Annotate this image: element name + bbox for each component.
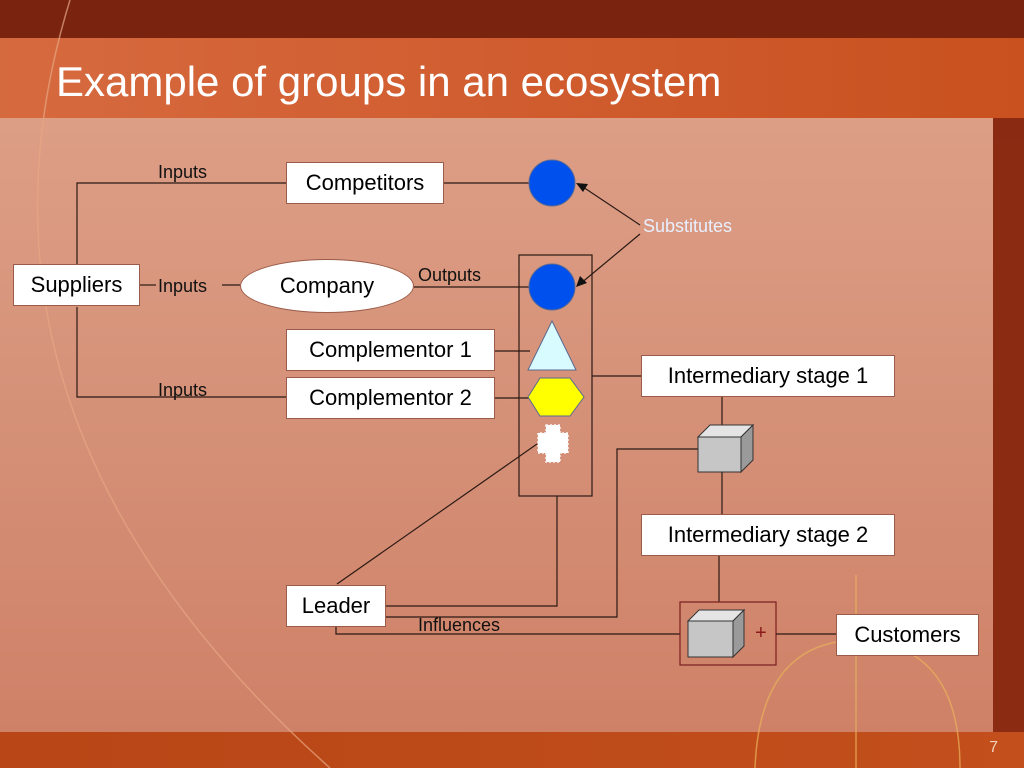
arrow-substitutes-company bbox=[579, 233, 641, 285]
line-suppliers-complementor2 bbox=[76, 307, 286, 398]
inputs-label-top: Inputs bbox=[158, 162, 208, 182]
suppliers-box: Suppliers bbox=[13, 264, 140, 306]
line-suppliers-competitors bbox=[76, 182, 286, 265]
intermediary-stage-1-box: Intermediary stage 1 bbox=[641, 355, 895, 397]
page-number: 7 bbox=[989, 739, 998, 756]
line-leader-intermediary bbox=[386, 448, 698, 618]
complementor1-triangle-icon bbox=[527, 319, 577, 371]
arc-left bbox=[36, 0, 331, 768]
intermediary-cube-icon bbox=[696, 423, 755, 474]
line-leader-final bbox=[335, 627, 680, 635]
arrowheads bbox=[576, 183, 588, 287]
outputs-label: Outputs bbox=[418, 265, 482, 285]
competitor-circle-icon bbox=[528, 159, 576, 207]
line-leader-cross bbox=[336, 443, 538, 585]
connectors bbox=[76, 182, 836, 666]
influences-label: Influences bbox=[418, 615, 501, 635]
title-band bbox=[0, 38, 1024, 118]
intermediary-stage-2-box: Intermediary stage 2 bbox=[641, 514, 895, 556]
slide-title: Example of groups in an ecosystem bbox=[56, 58, 722, 105]
cube-front bbox=[697, 436, 742, 473]
arrow-substitutes-competitor bbox=[579, 184, 641, 226]
arrowhead-competitor bbox=[576, 183, 588, 192]
leader-box: Leader bbox=[286, 585, 386, 627]
arc-bottom-right bbox=[754, 639, 961, 768]
final-stage-cube-icon bbox=[686, 608, 746, 659]
company-circle-icon bbox=[528, 263, 576, 311]
inputs-label-middle: Inputs bbox=[158, 276, 208, 296]
leader-cross-icon bbox=[537, 424, 569, 463]
inputs-label-bottom: Inputs bbox=[158, 380, 208, 400]
right-strip bbox=[993, 138, 1024, 732]
substitutes-label: Substitutes bbox=[643, 216, 733, 236]
complementor1-box: Complementor 1 bbox=[286, 329, 495, 371]
line-leader-group bbox=[386, 496, 558, 607]
content-panel bbox=[0, 118, 993, 732]
arrowhead-company bbox=[576, 276, 587, 287]
company-ellipse: Company bbox=[240, 259, 414, 313]
complementor2-box: Complementor 2 bbox=[286, 377, 495, 419]
complementor2-hexagon-icon bbox=[527, 377, 585, 417]
bottom-band bbox=[0, 732, 1024, 768]
cube-front bbox=[687, 620, 734, 658]
customers-box: Customers bbox=[836, 614, 979, 656]
plus-sign: + bbox=[755, 622, 767, 644]
competitors-box: Competitors bbox=[286, 162, 444, 204]
top-bar bbox=[0, 0, 1024, 38]
